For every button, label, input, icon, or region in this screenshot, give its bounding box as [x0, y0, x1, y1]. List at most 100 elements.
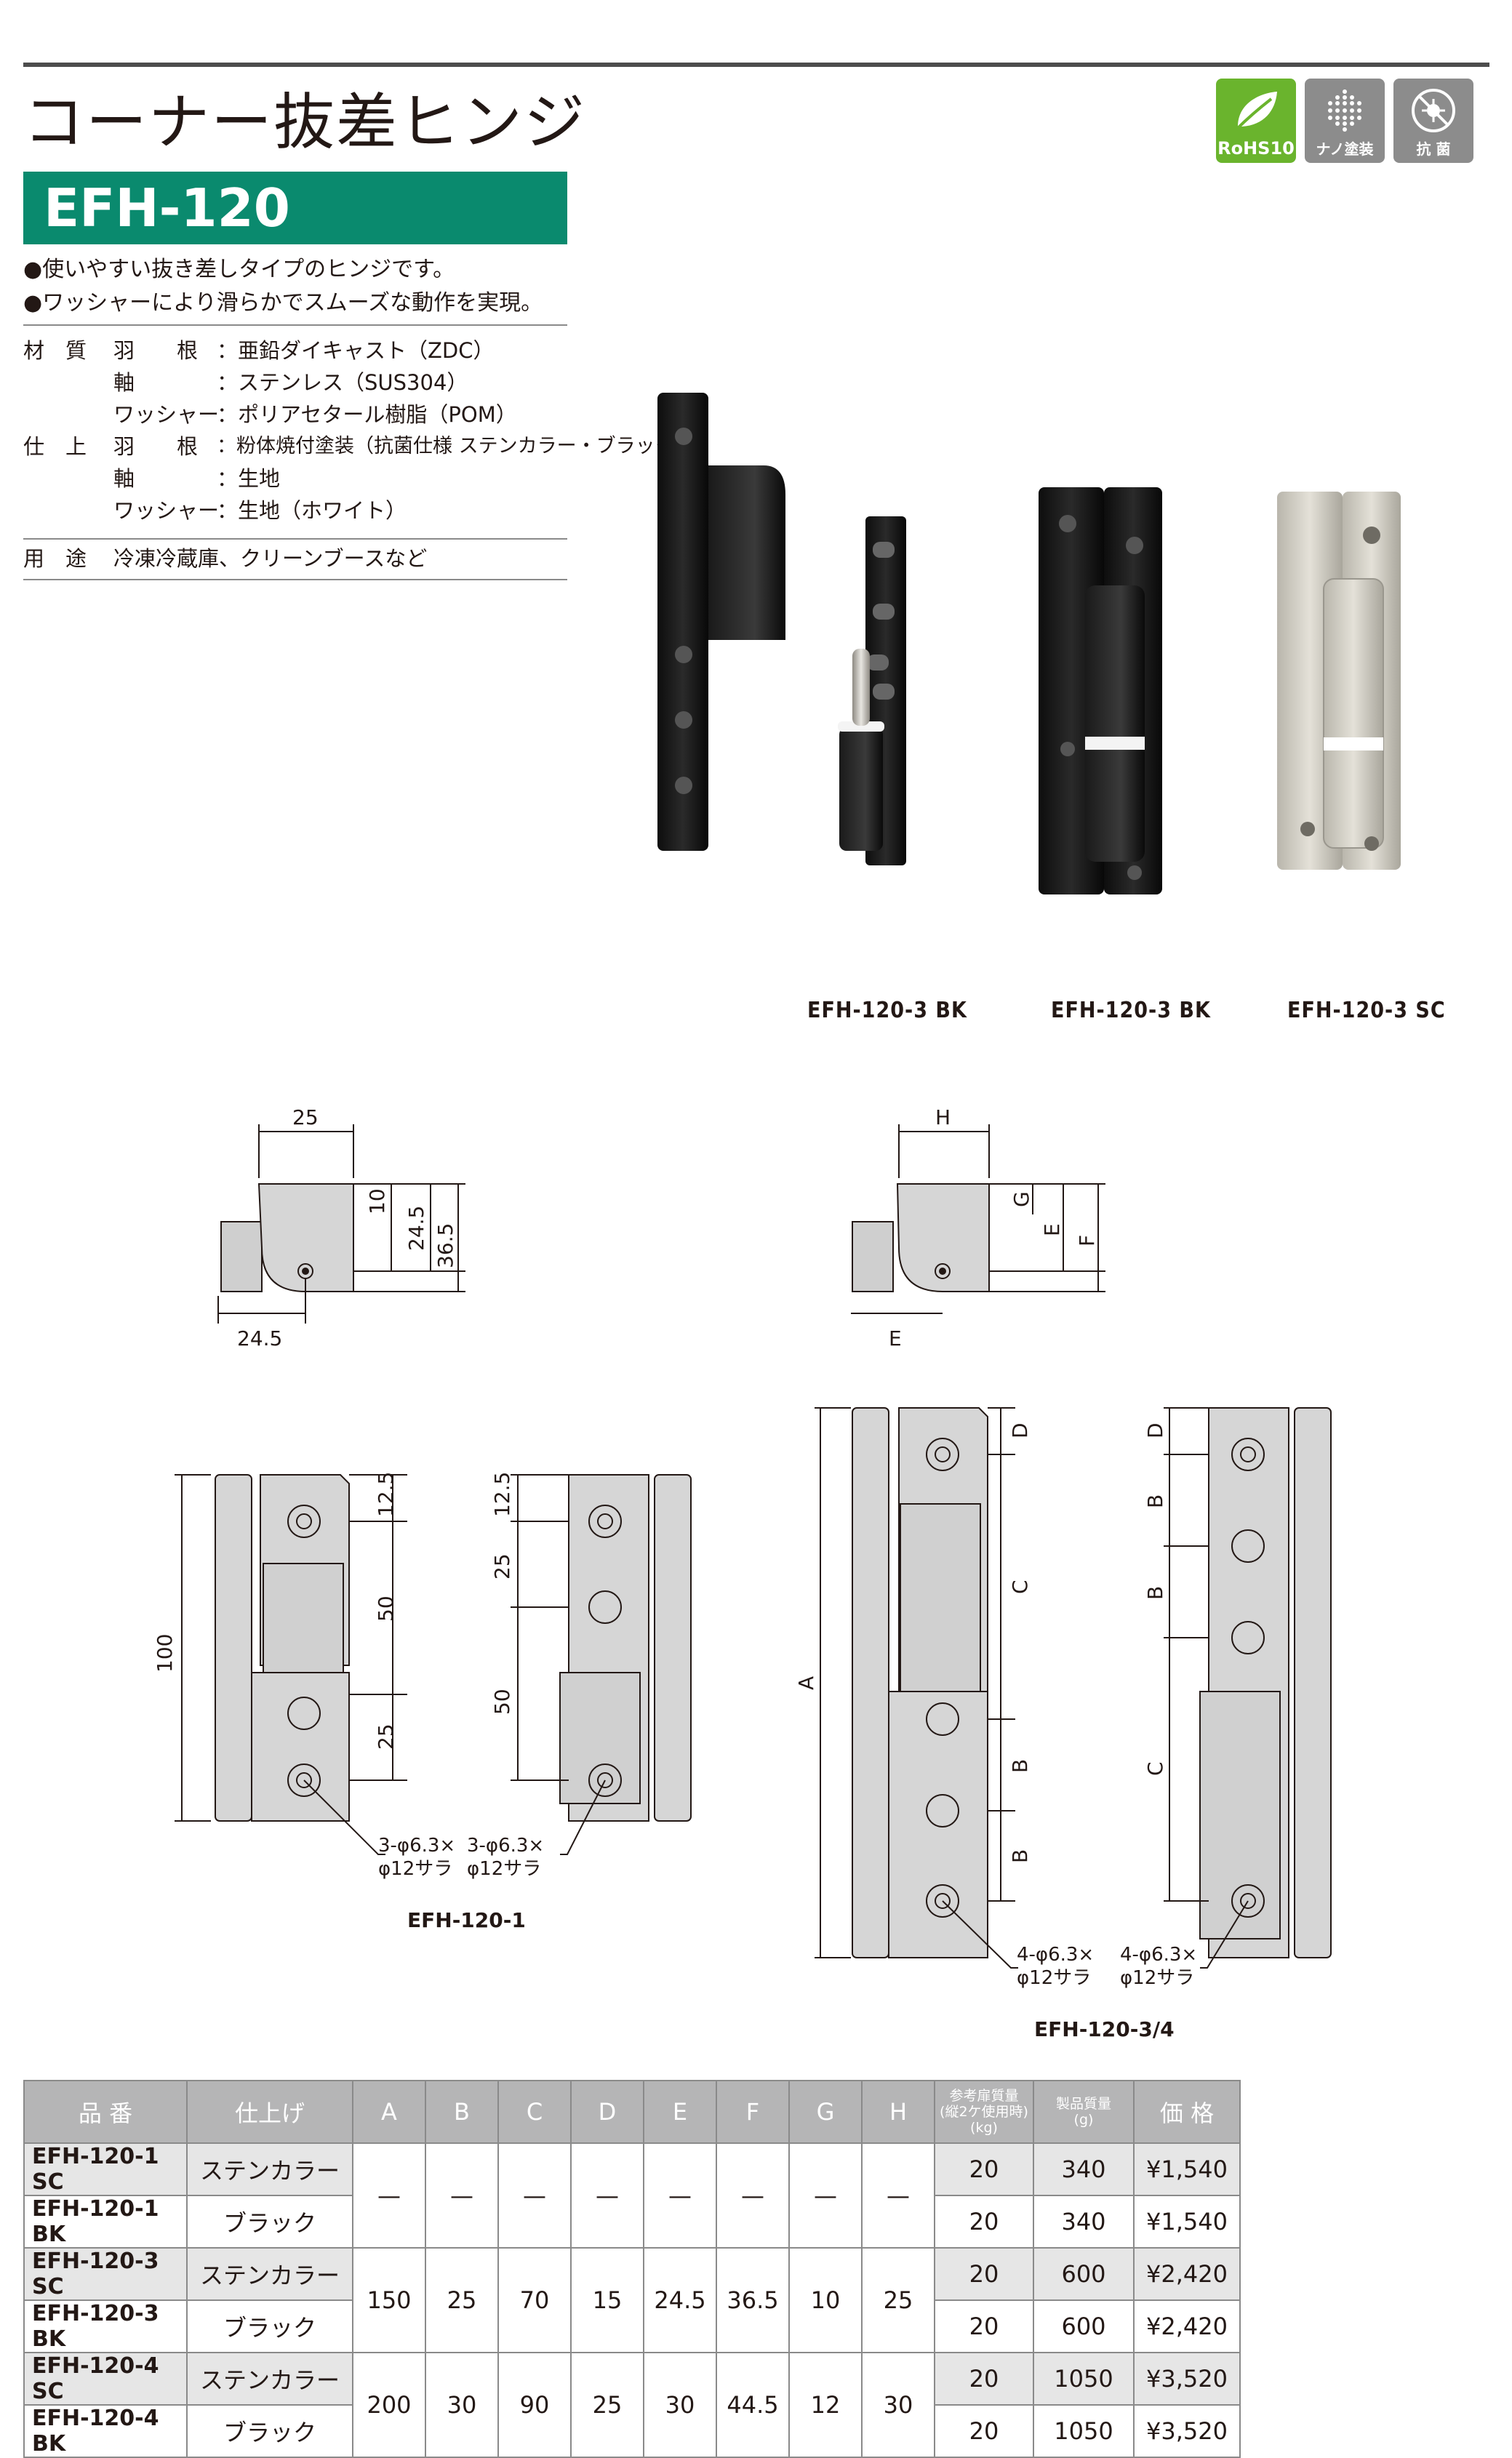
price-table: 品 番 仕上げ A B C D E F G H 参考扉質量 (縦2ケ使用時) (… [23, 2080, 1241, 2458]
cell-c: 70 [497, 2247, 572, 2353]
finish-value-3: ：生地（ホワイト） [217, 498, 407, 523]
dim-25: 25 [292, 1105, 319, 1129]
table-row: EFH-120-1 BK ブラック 20 340 ¥1,540 [23, 2195, 1241, 2249]
cell-f: 36.5 [716, 2247, 790, 2353]
leaf-icon [1235, 92, 1277, 131]
cell-product-mass: 600 [1033, 2299, 1135, 2353]
col-f: F [716, 2080, 790, 2144]
table-row: EFH-120-1 SC ステンカラー — — — — — — — — 20 3… [23, 2142, 1241, 2249]
product-photos [657, 393, 1401, 894]
cell-b: 25 [425, 2247, 499, 2353]
dim-50-b: 50 [490, 1689, 514, 1715]
cell-product-mass: 600 [1033, 2247, 1135, 2301]
drawing-front-120-1 [175, 1474, 692, 1855]
cell-door-mass: 20 [934, 2352, 1034, 2406]
dim-10: 10 [365, 1188, 389, 1214]
cell-code: EFH-120-3 SC [23, 2247, 188, 2301]
material-part-1: 羽 根 [113, 338, 199, 363]
cell-d: — [570, 2142, 644, 2249]
cell-price: ¥1,540 [1133, 2142, 1241, 2196]
table-header-row: 品 番 仕上げ A B C D E F G H 参考扉質量 (縦2ケ使用時) (… [23, 2080, 1241, 2144]
cell-price: ¥2,420 [1133, 2299, 1241, 2353]
finish-part-3: ワッシャー [113, 498, 220, 523]
col-e: E [643, 2080, 717, 2144]
drawing-front-120-3 [815, 1407, 1332, 1969]
cell-code: EFH-120-1 SC [23, 2142, 188, 2196]
dim-e: E [1040, 1223, 1064, 1236]
spec-rule-3 [23, 579, 567, 580]
dim-24-5-b: 24.5 [237, 1326, 282, 1350]
spec-rule-2 [23, 538, 567, 540]
dim-25-b: 25 [374, 1724, 398, 1750]
cell-product-mass: 1050 [1033, 2404, 1135, 2458]
material-label: 材 質 [23, 338, 87, 363]
cell-finish: ステンカラー [186, 2142, 353, 2196]
dim-d-2: D [1143, 1422, 1167, 1438]
photo-hinge-3 [1039, 487, 1162, 894]
cell-price: ¥3,520 [1133, 2352, 1241, 2406]
dim-b-1: B [1008, 1759, 1032, 1773]
nano-badge: ナノ塗装 [1305, 79, 1385, 163]
col-code: 品 番 [23, 2080, 188, 2144]
col-a: A [352, 2080, 426, 2144]
cell-price: ¥1,540 [1133, 2195, 1241, 2249]
table-row: EFH-120-4 SC ステンカラー 200 30 90 25 30 44.5… [23, 2352, 1241, 2458]
cell-b: — [425, 2142, 499, 2249]
photo-hinge-1 [657, 393, 785, 851]
technical-drawings: 25 10 24.5 36.5 24.5 H G E F E 100 12.5 … [153, 1105, 1332, 2041]
dim-h: H [935, 1105, 951, 1129]
cell-product-mass: 340 [1033, 2195, 1135, 2249]
cell-finish: ブラック [186, 2404, 353, 2458]
feature-1: ●使いやすい抜き差しタイプのヒンジです。 [23, 257, 455, 282]
cell-h: — [861, 2142, 935, 2249]
material-value-1: ：亜鉛ダイキャスト（ZDC） [217, 338, 495, 363]
cell-d: 25 [570, 2352, 644, 2458]
cell-finish: ブラック [186, 2299, 353, 2353]
finish-value-1: ：粉体焼付塗装（抗菌仕様 ステンカラー・ブラック） [217, 435, 695, 457]
cell-g: — [788, 2142, 863, 2249]
page-title: コーナー抜差ヒンジ [23, 87, 587, 158]
col-g: G [788, 2080, 863, 2144]
dim-b-3: B [1143, 1494, 1167, 1508]
photo-caption-1: EFH-120-3 BK [807, 998, 967, 1023]
cell-e: 30 [643, 2352, 717, 2458]
spec-rule [23, 324, 567, 326]
finish-label: 仕 上 [23, 434, 87, 459]
dim-12-5: 12.5 [374, 1472, 398, 1517]
dim-36-5: 36.5 [433, 1223, 457, 1268]
photo-caption-2: EFH-120-3 BK [1051, 998, 1211, 1023]
hole-note-2a: 3-φ6.3× [467, 1835, 544, 1857]
cell-a: 150 [352, 2247, 426, 2353]
cell-finish: ステンカラー [186, 2352, 353, 2406]
hole-note-4b: φ12サラ [1120, 1967, 1194, 1989]
cell-finish: ステンカラー [186, 2247, 353, 2301]
hole-note-3b: φ12サラ [1017, 1967, 1091, 1989]
cell-product-mass: 1050 [1033, 2352, 1135, 2406]
drawing-top-right [851, 1124, 1105, 1314]
feature-2: ●ワッシャーにより滑らかでスムーズな動作を実現。 [23, 290, 543, 316]
cell-a: — [352, 2142, 426, 2249]
cell-finish: ブラック [186, 2195, 353, 2249]
cell-a: 200 [352, 2352, 426, 2458]
model-code: EFH-120 [44, 177, 290, 239]
cell-door-mass: 20 [934, 2142, 1034, 2196]
dim-50: 50 [374, 1596, 398, 1622]
finish-part-2: 軸 [113, 466, 135, 491]
material-part-3: ワッシャー [113, 402, 220, 427]
use-value: 冷凍冷蔵庫、クリーンブースなど [113, 546, 428, 571]
col-product-mass: 製品質量 (g) [1033, 2080, 1135, 2144]
use-label: 用 途 [23, 546, 87, 571]
cell-door-mass: 20 [934, 2195, 1034, 2249]
cell-c: — [497, 2142, 572, 2249]
cell-product-mass: 340 [1033, 2142, 1135, 2196]
table-row: EFH-120-3 SC ステンカラー 150 25 70 15 24.5 36… [23, 2247, 1241, 2353]
dim-f: F [1075, 1235, 1099, 1246]
dim-100: 100 [153, 1634, 177, 1673]
hole-note-1a: 3-φ6.3× [378, 1835, 455, 1857]
top-rule [23, 63, 1489, 67]
rohs-badge: RoHS10 [1216, 79, 1296, 163]
material-part-2: 軸 [113, 370, 135, 395]
model-bar: EFH-120 [23, 172, 567, 244]
finish-part-1: 羽 根 [113, 434, 199, 459]
material-value-2: ：ステンレス（SUS304） [217, 370, 468, 395]
